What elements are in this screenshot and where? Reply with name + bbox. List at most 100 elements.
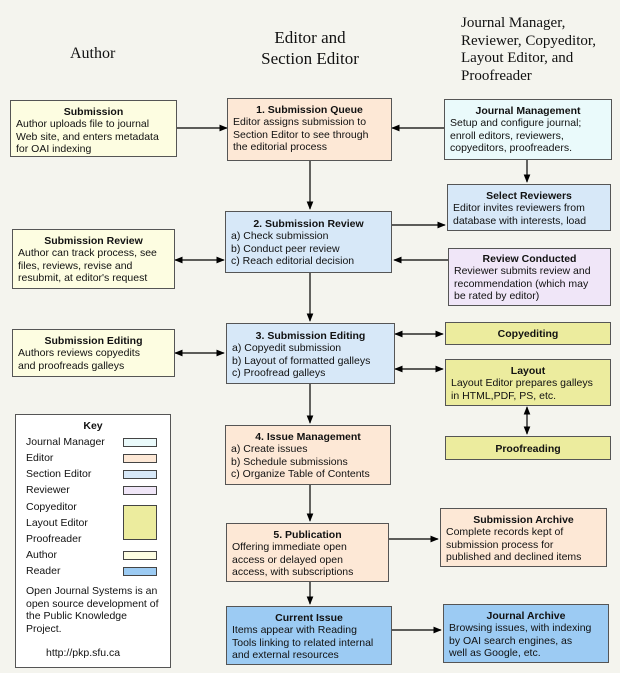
- box-line: b) Conduct peer review: [231, 242, 340, 255]
- box-title: Submission: [63, 106, 124, 118]
- box-line: Items appear with Reading: [232, 624, 357, 637]
- box-line: Web site, and enters metadata: [16, 130, 159, 143]
- box-line: Tools linking to related internal: [232, 636, 374, 649]
- box-title: Submission Archive: [473, 514, 574, 526]
- box-line: Complete records kept of: [446, 526, 564, 539]
- box-line: be rated by editor): [454, 290, 540, 303]
- box-line: a) Copyedit submission: [232, 342, 342, 355]
- box-title: 3. Submission Editing: [255, 330, 366, 342]
- box-line: database with interests, load: [453, 214, 587, 227]
- box-line: c) Reach editorial decision: [231, 255, 355, 268]
- author-column-header: Author: [70, 45, 116, 62]
- jm-header-line: Journal Manager,: [461, 15, 566, 31]
- box-line: Author can track process, see: [18, 247, 157, 260]
- box-line: recommendation (which may: [454, 277, 589, 290]
- box-title: Submission Review: [44, 235, 143, 247]
- legend-title: Key: [83, 420, 103, 432]
- box-title: 4. Issue Management: [255, 431, 361, 443]
- box-line: enroll editors, reviewers,: [450, 129, 564, 142]
- box-line: well as Google, etc.: [449, 647, 541, 660]
- legend-label-reviewer: Reviewer: [26, 484, 70, 496]
- box-line: c) Organize Table of Contents: [231, 468, 370, 481]
- jm-header-line: Proofreader: [461, 67, 532, 84]
- journal-management-box: Journal Management Setup and configure j…: [444, 99, 612, 160]
- pkp-url: http://pkp.sfu.ca: [46, 647, 121, 659]
- legend-label-section-editor: Section Editor: [26, 468, 92, 480]
- legend-label-reader: Reader: [26, 565, 61, 577]
- box-line: published and declined items: [446, 551, 582, 564]
- box-line: for OAI indexing: [16, 143, 92, 156]
- legend-swatch-section-editor: [123, 470, 157, 479]
- editor-column-header: Editor and Section Editor: [245, 27, 375, 69]
- legend-key: Key Journal Manager Editor Section Edito…: [15, 414, 171, 668]
- legend-note: Open Journal Systems is an open source d…: [26, 585, 166, 635]
- box-line: the editorial process: [233, 141, 327, 154]
- box-line: Layout Editor prepares galleys: [451, 377, 593, 390]
- box-line: by OAI search engines, as: [449, 634, 573, 647]
- submission-archive-box: Submission Archive Complete records kept…: [440, 508, 607, 567]
- select-reviewers-box: Select Reviewers Editor invites reviewer…: [447, 184, 611, 231]
- box-line: and proofreads galleys: [18, 359, 125, 372]
- box-title: Proofreading: [495, 443, 561, 455]
- box-line: a) Check submission: [231, 230, 329, 243]
- box-line: Section Editor to see through: [233, 128, 369, 141]
- legend-label-editor: Editor: [26, 452, 54, 464]
- proofreading-box: Proofreading: [445, 436, 611, 460]
- legend-label-author: Author: [26, 549, 57, 561]
- box-line: access or delayed open: [232, 553, 343, 566]
- legend-note-line: Project.: [26, 622, 62, 635]
- box-line: files, reviews, revise and: [18, 259, 133, 272]
- box-title: Layout: [510, 365, 546, 377]
- box-line: Setup and configure journal;: [450, 117, 582, 130]
- box-title: Journal Management: [475, 105, 581, 117]
- journal-manager-column-header: Journal Manager, Reviewer, Copyeditor, L…: [461, 15, 596, 85]
- box-line: Editor assigns submission to: [233, 116, 367, 129]
- legend-label-copyeditor: Copyeditor: [26, 501, 77, 513]
- legend-label-journal-manager: Journal Manager: [26, 436, 105, 448]
- submission-queue-box: 1. Submission Queue Editor assigns submi…: [227, 98, 392, 161]
- box-line: Browsing issues, with indexing: [449, 622, 592, 635]
- box-title: Select Reviewers: [486, 190, 572, 202]
- legend-label-layout-editor: Layout Editor: [26, 517, 88, 529]
- layout-box: Layout Layout Editor prepares galleys in…: [445, 359, 611, 406]
- box-line: resubmit, at editor's request: [18, 272, 148, 285]
- legend-note-line: Open Journal Systems is an: [26, 585, 158, 597]
- author-submission-editing-box: Submission Editing Authors reviews copye…: [12, 329, 175, 377]
- current-issue-box: Current Issue Items appear with Reading …: [226, 606, 392, 665]
- box-line: copyeditors, proofreaders.: [450, 142, 572, 155]
- submission-editing-box: 3. Submission Editing a) Copyedit submis…: [226, 323, 395, 384]
- box-line: a) Create issues: [231, 443, 308, 456]
- box-title: Copyediting: [497, 328, 559, 340]
- legend-swatch-reviewer: [123, 486, 157, 495]
- legend-swatch-production: [123, 505, 157, 540]
- box-line: Author uploads file to journal: [16, 118, 150, 131]
- box-line: b) Schedule submissions: [231, 455, 348, 468]
- legend-swatch-author: [123, 551, 157, 560]
- review-conducted-box: Review Conducted Reviewer submits review…: [448, 248, 611, 306]
- issue-management-box: 4. Issue Management a) Create issues b) …: [225, 425, 391, 485]
- box-line: Reviewer submits review and: [454, 265, 591, 278]
- submission-review-box: 2. Submission Review a) Check submission…: [225, 211, 392, 273]
- box-title: Submission Editing: [44, 335, 143, 347]
- editor-header-line: Section Editor: [261, 49, 359, 68]
- author-submission-review-box: Submission Review Author can track proce…: [12, 229, 175, 289]
- jm-header-line: Layout Editor, and: [461, 50, 574, 66]
- box-line: Authors reviews copyedits: [18, 347, 140, 360]
- jm-header-line: Reviewer, Copyeditor,: [461, 32, 597, 49]
- box-line: Editor invites reviewers from: [453, 202, 585, 215]
- box-line: Offering immediate open: [232, 541, 347, 554]
- legend-note-line: the Public Knowledge: [26, 610, 127, 622]
- legend-swatch-reader: [123, 567, 157, 576]
- journal-archive-box: Journal Archive Browsing issues, with in…: [443, 604, 609, 663]
- legend-swatch-journal-manager: [123, 438, 157, 447]
- legend-label-proofreader: Proofreader: [26, 533, 82, 545]
- box-title: 2. Submission Review: [253, 218, 364, 230]
- box-line: b) Layout of formatted galleys: [232, 354, 371, 367]
- publication-box: 5. Publication Offering immediate open a…: [226, 523, 389, 582]
- box-line: submission process for: [446, 538, 554, 551]
- legend-note-line: open source development of: [26, 597, 159, 610]
- copyediting-box: Copyediting: [445, 322, 611, 345]
- box-line: access, with subscriptions: [232, 566, 354, 579]
- box-title: Review Conducted: [482, 253, 577, 265]
